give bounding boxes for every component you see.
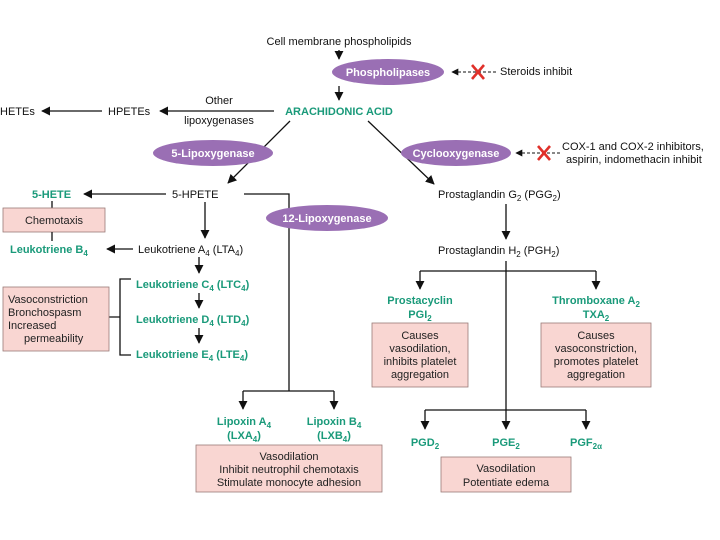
hpetes-label: HPETEs — [108, 106, 151, 118]
prostaglandin-effect-2: Potentiate edema — [463, 477, 550, 489]
pgh2-label: Prostaglandin H2 (PGH2) — [438, 245, 559, 259]
leukotriene-effect-2: Bronchospasm — [8, 307, 81, 319]
txa2-label: TXA2 — [583, 309, 610, 323]
prostacyclin-effects-box — [371, 322, 469, 388]
thromboxane-effect-2: vasoconstriction, — [555, 343, 637, 355]
12-lipoxygenase-enzyme — [266, 205, 388, 231]
prostacyclin-effect-4: aggregation — [391, 369, 449, 381]
lipoxin-a4-label: Lipoxin A4 — [217, 416, 272, 430]
cyclooxygenase-enzyme — [401, 140, 511, 166]
leukotriene-effects-box — [2, 286, 110, 352]
prostaglandin-effect-1: Vasodilation — [476, 463, 535, 475]
leukotriene-e4-label: Leukotriene E4 (LTE4) — [136, 349, 248, 363]
prostacyclin-effect-2: vasodilation, — [389, 343, 450, 355]
arachidonic-acid-label: ARACHIDONIC ACID — [285, 106, 393, 118]
lipoxin-a4-abbr: (LXA4) — [227, 430, 261, 444]
thromboxane-effect-3: promotes platelet — [554, 356, 638, 368]
lipoxygenases-label: lipoxygenases — [184, 115, 254, 127]
pgd2-label: PGD2 — [411, 437, 440, 451]
cox-inhibitors-line1: COX-1 and COX-2 inhibitors, — [562, 141, 704, 153]
thromboxane-effect-1: Causes — [577, 330, 615, 342]
lipoxin-effects-box — [195, 444, 383, 493]
chemotaxis-label: Chemotaxis — [25, 215, 84, 227]
leukotriene-effect-3: Increased — [8, 320, 56, 332]
12-lipoxygenase-label: 12-Lipoxygenase — [282, 213, 371, 225]
pgg2-label: Prostaglandin G2 (PGG2) — [438, 189, 561, 203]
5-hpete-label: 5-HPETE — [172, 189, 218, 201]
12-lipoxygenase-path — [244, 193, 290, 391]
prostaglandin-effects-box — [440, 456, 572, 493]
pgi2-label: PGI2 — [408, 309, 432, 323]
leukotriene-effect-1: Vasoconstriction — [8, 294, 88, 306]
cyclooxygenase-label: Cyclooxygenase — [413, 148, 500, 160]
leukotriene-bracket — [109, 278, 131, 356]
other-label: Other — [205, 95, 233, 107]
thromboxane-effect-4: aggregation — [567, 369, 625, 381]
5-lipoxygenase-enzyme — [153, 140, 273, 166]
leukotriene-c4-label: Leukotriene C4 (LTC4) — [136, 279, 250, 293]
leukotriene-b4-label: Leukotriene B4 — [10, 244, 88, 258]
cox-inhibitors-line2: aspirin, indomethacin inhibit — [566, 154, 702, 166]
pgf2a-label: PGF2α — [570, 437, 602, 451]
5-hete-label: 5-HETE — [32, 189, 71, 201]
membrane-label: Cell membrane phospholipids — [267, 36, 412, 48]
thromboxane-label: Thromboxane A2 — [552, 295, 640, 309]
lipoxin-b4-abbr: (LXB4) — [317, 430, 351, 444]
chemotaxis-box — [2, 207, 106, 233]
leukotriene-d4-label: Leukotriene D4 (LTD4) — [136, 314, 250, 328]
prostacyclin-effect-3: inhibits platelet — [384, 356, 457, 368]
hetes-label: HETEs — [0, 106, 35, 118]
arrow-aa-to-pgg2 — [367, 120, 435, 185]
cox-inhibit-x-icon — [537, 145, 551, 161]
inhibit-x-icon — [471, 64, 485, 80]
lipoxin-b4-label: Lipoxin B4 — [307, 416, 362, 430]
phospholipases-enzyme — [332, 59, 444, 85]
leukotriene-effect-4: permeability — [24, 333, 84, 345]
lipoxin-effect-1: Vasodilation — [259, 451, 318, 463]
5-lipoxygenase-label: 5-Lipoxygenase — [171, 148, 254, 160]
lipoxin-effect-2: Inhibit neutrophil chemotaxis — [219, 464, 359, 476]
lipoxin-effect-3: Stimulate monocyte adhesion — [217, 477, 361, 489]
pge2-label: PGE2 — [492, 437, 520, 451]
thromboxane-effects-box — [540, 322, 652, 388]
prostacyclin-effect-1: Causes — [401, 330, 439, 342]
steroids-inhibit-label: Steroids inhibit — [500, 66, 572, 78]
prostacyclin-label: Prostacyclin — [387, 295, 453, 307]
leukotriene-a4-label: Leukotriene A4 (LTA4) — [138, 244, 243, 258]
phospholipases-label: Phospholipases — [346, 67, 430, 79]
